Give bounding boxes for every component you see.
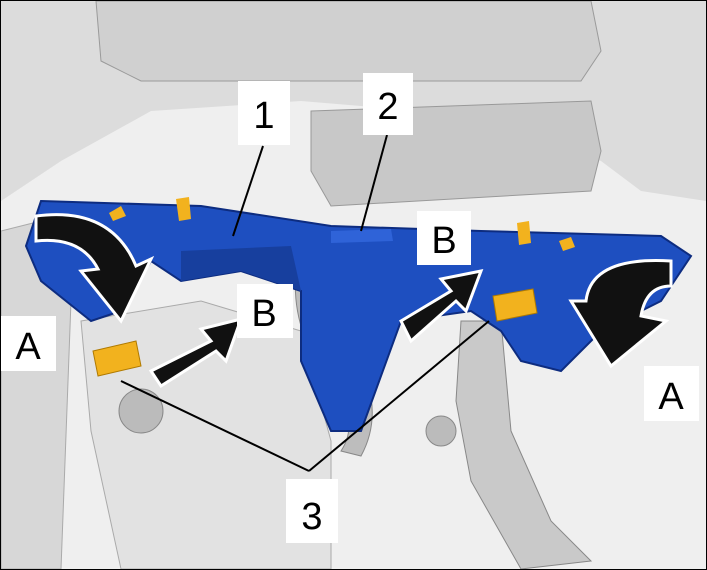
callout-1-text: 1 (253, 95, 274, 137)
callout-3: 3 (286, 479, 338, 543)
panel-recess (181, 246, 301, 291)
arrow-b-right (399, 268, 484, 344)
panel-clip-2 (331, 229, 393, 243)
callout-1: 1 (238, 81, 290, 145)
callout-b-left-text: B (251, 293, 276, 335)
arrow-b-left (148, 316, 244, 389)
callout-b-left: B (237, 284, 293, 338)
clip-3-right (492, 288, 538, 322)
hole (425, 415, 457, 447)
hole (118, 388, 164, 434)
callout-a-left-text: A (15, 326, 41, 368)
clips (92, 197, 575, 377)
callout-b-right-text: B (431, 220, 456, 262)
pedal (455, 320, 593, 569)
clip-3-left (92, 340, 142, 377)
dash-cover (310, 100, 602, 207)
callout-b-right: B (417, 211, 471, 265)
callout-2-text: 2 (377, 86, 398, 128)
callout-2: 2 (363, 73, 413, 135)
callout-a-right-text: A (658, 376, 684, 418)
callout-a-left: A (1, 316, 56, 371)
dash-trim (95, 1, 602, 82)
arrow-a-left (34, 213, 155, 324)
arrow-a-right (568, 259, 673, 369)
callout-a-right: A (644, 366, 699, 421)
callout-3-text: 3 (301, 496, 322, 538)
leader-lines (120, 134, 490, 472)
